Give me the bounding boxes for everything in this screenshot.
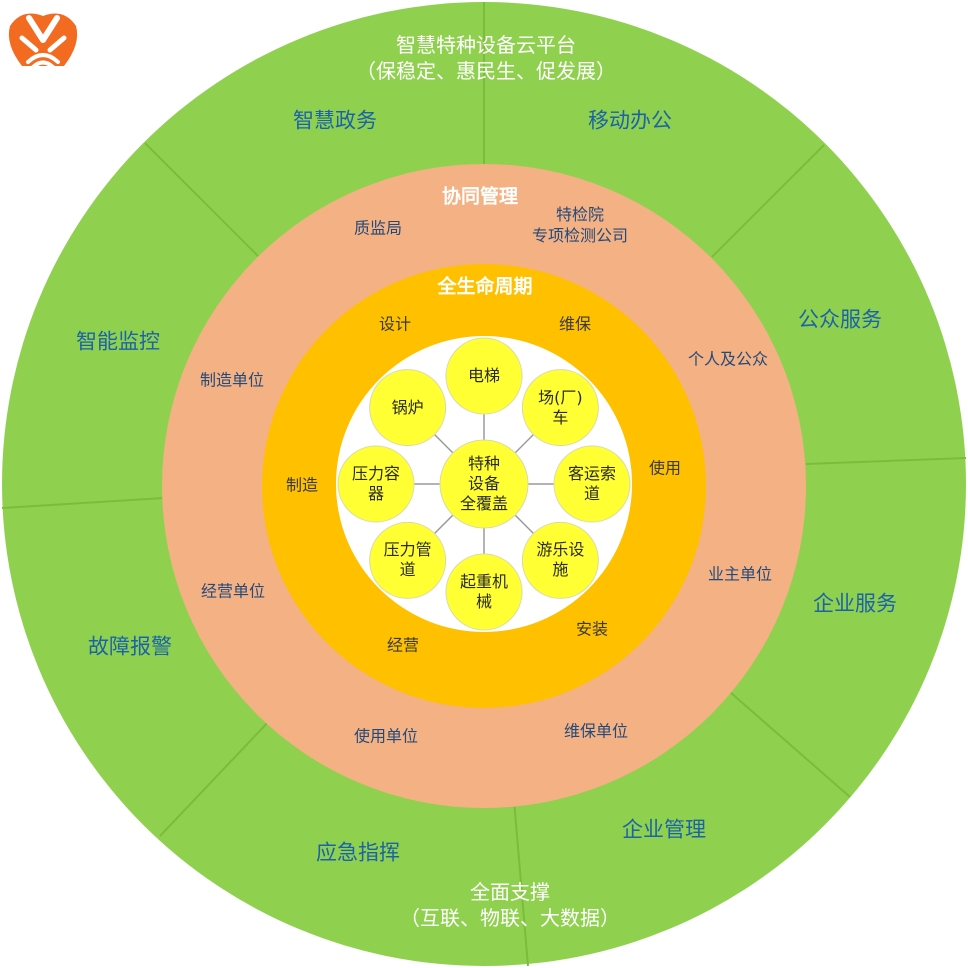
divider-bottom-left [159,717,273,837]
stage-operation: 经营 [386,635,420,655]
divider-top-left [144,142,259,257]
segment-fault-alarm: 故障报警 [88,634,172,659]
node-label-pressure-vessel-line: 器 [367,484,385,503]
label-testing-company: 专项检测公司 [531,226,629,245]
label-quality-bureau: 质监局 [353,218,403,238]
divider-bottom [513,799,529,967]
device-nodes [337,337,631,631]
segment-enterprise-management: 企业管理 [622,817,706,842]
label-operating-unit: 经营单位 [200,581,266,601]
node-label-elevator: 电梯 [468,366,500,386]
support-title: 全面支撑 [470,880,550,904]
node-label-crane-line: 起重机 [459,572,509,591]
center-node-label-line: 全覆盖 [459,494,509,513]
node-circle-pressure-pipe [369,521,447,599]
label-public: 个人及公众 [687,349,769,369]
support-title-block: 全面支撑 （互联、物联、大数据） [400,879,620,931]
divider-left [1,497,165,509]
center-node-label-line: 特种 [467,454,501,473]
node-circle-amusement [521,521,599,599]
node-label-pressure-vessel: 压力容器 [352,464,400,504]
node-label-factory-vehicle-line: 车 [552,407,569,427]
node-label-factory-vehicle: 场(厂)车 [538,388,583,428]
divider-bottom-right [729,691,851,798]
node-label-pressure-pipe-line: 压力管 [383,540,432,560]
node-circle-pressure-vessel [337,445,415,523]
segment-enterprise-service: 企业服务 [813,591,897,616]
platform-subtitle: （保稳定、惠民生、促发展） [356,59,616,83]
segment-mobile-office: 移动办公 [588,108,672,133]
node-circle-elevator [445,337,523,415]
label-maintenance-unit: 维保单位 [563,721,629,741]
segment-smart-monitoring: 智能监控 [76,329,160,354]
stage-manufacturing: 制造 [285,475,319,495]
node-label-amusement: 游乐设施 [536,540,584,580]
label-inspection-institute: 特检院 [555,205,605,225]
node-label-ropeway: 客运索道 [568,464,616,504]
node-label-ropeway-line: 客运索 [567,464,617,483]
node-circle-boiler [369,369,447,447]
node-label-ropeway-line: 道 [583,484,601,503]
label-manufacturing-unit: 制造单位 [199,370,265,390]
node-circle-ropeway [553,445,631,523]
platform-title: 智慧特种设备云平台 [396,33,576,57]
divider-right [805,457,967,465]
flame-wifi-logo [8,13,78,77]
segment-emergency-command: 应急指挥 [316,840,400,865]
center-node-circle [439,439,529,529]
node-label-factory-vehicle-line: 场(厂) [538,387,583,407]
node-label-boiler: 锅炉 [392,398,424,418]
node-label-pressure-pipe-line: 道 [399,560,416,580]
label-inspection-institute-block: 特检院 专项检测公司 [532,205,628,247]
center-node-label: 特种设备全覆盖 [460,454,508,514]
node-label-amusement-line: 施 [552,560,569,580]
node-circle-crane [445,553,523,631]
node-label-boiler-line: 锅炉 [391,397,424,417]
stage-design: 设计 [378,314,412,334]
node-label-pressure-vessel-line: 压力容 [351,464,401,483]
node-label-pressure-pipe: 压力管道 [384,540,432,580]
support-subtitle: （互联、物联、大数据） [400,906,620,930]
node-label-elevator-line: 电梯 [467,366,501,385]
divider-top-right [711,144,825,258]
label-user-unit: 使用单位 [353,726,419,746]
center-node-label-line: 设备 [467,474,501,493]
label-owner-unit: 业主单位 [707,564,773,584]
node-label-crane-line: 械 [475,592,493,611]
node-label-amusement-line: 游乐设 [536,540,585,560]
segment-smart-government: 智慧政务 [293,108,377,133]
platform-title-block: 智慧特种设备云平台 （保稳定、惠民生、促发展） [356,32,616,84]
node-circle-factory-vehicle [521,369,599,447]
node-label-crane: 起重机械 [460,572,508,612]
lifecycle-title: 全生命周期 [437,275,533,298]
stage-usage: 使用 [648,458,682,478]
segment-public-service: 公众服务 [798,307,882,332]
stage-installation: 安装 [575,619,609,639]
stage-maintenance: 维保 [558,314,592,334]
collaboration-title: 协同管理 [441,185,519,208]
